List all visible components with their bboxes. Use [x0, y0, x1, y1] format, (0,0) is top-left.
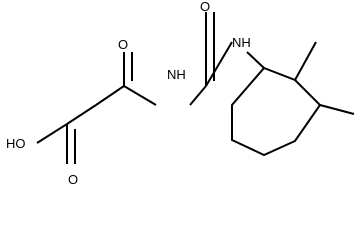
bond-methyl-right [319, 104, 355, 115]
bond-methyl-top [294, 41, 317, 81]
cyclohexane-ring [231, 67, 322, 157]
bond-urea-to-right-nh [205, 41, 233, 87]
atom-label-urea-o: O [200, 0, 210, 14]
atom-label-middle-nh: NH [167, 67, 186, 82]
atom-label-left-o: O [118, 37, 128, 52]
bond-chain-1 [66, 104, 97, 125]
chemical-structure-diagram: O O NH NH HO O [6, 0, 355, 187]
atom-label-acid-ho: HO [6, 136, 26, 151]
bond-lines [36, 12, 355, 164]
bond-middle-nh-to-urea-carbon [189, 85, 207, 106]
bond-to-middle-nh [123, 85, 157, 106]
atom-label-right-nh: NH [232, 35, 251, 50]
bond-chain-2 [95, 85, 125, 106]
bond-hooc-c1 [36, 123, 68, 144]
atom-label-acid-o: O [68, 172, 78, 187]
bond-right-nh-to-ring [246, 51, 265, 69]
atom-labels: O O NH NH HO O [6, 0, 251, 187]
